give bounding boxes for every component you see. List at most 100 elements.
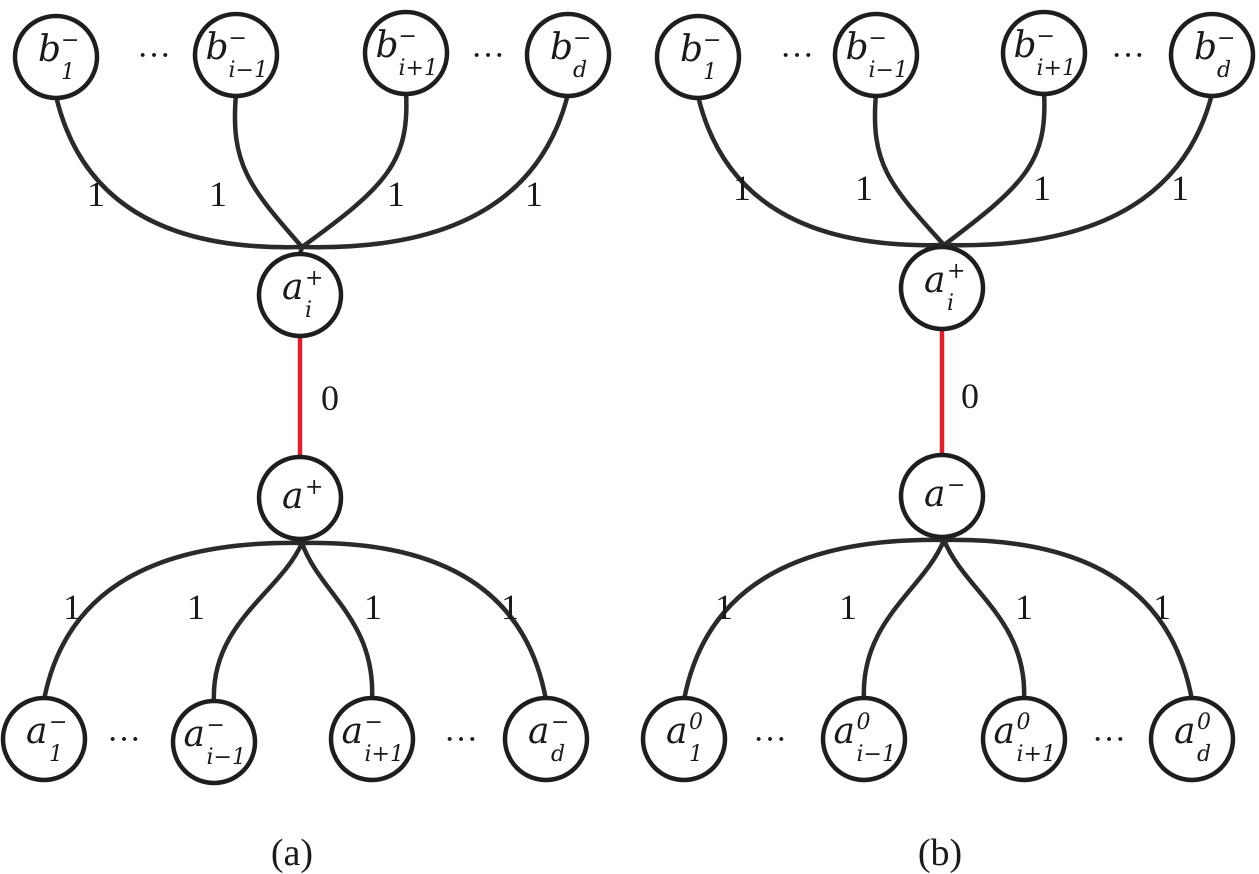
panel-a-bottom-node-label: a−d — [528, 710, 569, 767]
node-base-letter: a — [924, 474, 945, 515]
panel-b-bottom-node — [640, 695, 728, 783]
panel-a-lower-hub-node — [256, 454, 344, 542]
node-superscript: − — [207, 713, 225, 738]
node-subscript: i+1 — [1037, 56, 1076, 81]
panel-a-top-weight: 1 — [387, 174, 405, 214]
panel-a-upper-hub-label: a+ i — [282, 266, 323, 323]
panel-b-lower-hub-label: a− — [924, 473, 965, 515]
panel-b-bottom-ellipsis: ··· — [1092, 721, 1126, 758]
node-superscript: 0 — [857, 710, 871, 735]
node-base-letter: a — [282, 476, 303, 517]
node-superscript: + — [305, 266, 323, 291]
node-subscript: 1 — [49, 742, 63, 767]
node-base-letter: b — [846, 27, 869, 68]
panel-a-bottom-node-label: a−i+1 — [342, 710, 404, 767]
edges-layer — [41, 89, 1215, 706]
node-superscript: − — [229, 26, 247, 51]
node-superscript: − — [1217, 26, 1235, 51]
panel-b-upper-hub-label: a+ i — [924, 259, 965, 316]
node-subscript: i+1 — [1017, 742, 1056, 767]
node-superscript: − — [869, 26, 887, 51]
panel-a-bottom-node — [170, 698, 258, 786]
node-subscript: i+1 — [399, 56, 438, 81]
panel-a-top-node-label: b−1 — [38, 28, 79, 85]
node-base-letter: a — [184, 714, 205, 755]
panel-a-bottom-edge — [299, 540, 375, 703]
node-base-letter: b — [550, 27, 573, 68]
panel-b-top-edge — [872, 91, 947, 248]
panel-b-top-node-label: b−i+1 — [1014, 24, 1076, 81]
node-superscript: + — [947, 259, 965, 284]
node-base-letter: a — [282, 267, 303, 308]
panel-a-top-node-label: b−i−1 — [206, 26, 268, 83]
node-base-letter: b — [1194, 27, 1217, 68]
panel-a-top-node-label: b− i+1 — [376, 24, 438, 81]
node-base-letter: b — [1014, 25, 1037, 66]
panel-b-bottom-node — [1148, 695, 1236, 783]
node-subscript: 1 — [61, 60, 75, 85]
node-superscript: − — [703, 28, 721, 53]
panel-a-bottom-ellipsis: ··· — [444, 721, 478, 758]
panel-b-bottom-weight: 1 — [839, 587, 857, 627]
panel-b-upper-hub-node — [898, 244, 986, 332]
panel-b-top-ellipsis: ··· — [780, 37, 814, 74]
panel-a-top-node-label: b− d — [550, 26, 591, 83]
panel-a-top-node — [12, 13, 100, 101]
node-superscript: 0 — [1017, 710, 1031, 735]
panel-b-bottom-node — [980, 695, 1068, 783]
panel-b-bottom-edge — [681, 537, 947, 703]
panel-b-top-weight: 1 — [1171, 168, 1189, 208]
panel-a-lower-hub-label: a+ — [282, 475, 323, 517]
panel-a-top-weight: 1 — [525, 174, 543, 214]
panel-b-bottom-node — [820, 695, 908, 783]
panel-a-top-weight: 1 — [87, 174, 105, 214]
panel-a-bottom-edge — [299, 540, 549, 703]
panel-b-caption: (b) — [918, 832, 962, 874]
node-base-letter: b — [376, 25, 399, 66]
nodes-layer — [0, 9, 1256, 786]
node-base-letter: a — [924, 260, 945, 301]
node-subscript: i — [305, 298, 312, 323]
panel-a-bottom-node-label: a−i−1 — [184, 713, 246, 770]
panel-b-bottom-weight: 1 — [1153, 587, 1171, 627]
panel-a-top-edge — [299, 91, 571, 250]
node-subscript: i−1 — [869, 58, 908, 83]
node-subscript: 1 — [703, 60, 717, 85]
panel-b-bottom-edge — [941, 537, 1195, 703]
panel-b-top-node-label: b−1 — [680, 28, 721, 85]
panel-a-top-ellipsis: ··· — [137, 37, 171, 74]
node-base-letter: a — [994, 711, 1015, 752]
panel-a-top-ellipsis: ··· — [471, 37, 505, 74]
node-superscript: − — [61, 28, 79, 53]
panel-a-top-weight: 1 — [209, 174, 227, 214]
node-base-letter: a — [666, 711, 687, 752]
node-superscript: − — [399, 24, 417, 49]
panel-b-bottom-ellipsis: ··· — [753, 721, 787, 758]
panel-a-bottom-weight: 1 — [187, 587, 205, 627]
panel-a-bottom-node — [0, 695, 88, 783]
node-base-letter: a — [26, 711, 47, 752]
panel-b-top-edge — [941, 91, 1215, 248]
panel-a-bottom-weight: 1 — [364, 587, 382, 627]
node-superscript: − — [573, 26, 591, 51]
panel-a-bottom-weight: 1 — [501, 587, 519, 627]
node-subscript: d — [551, 742, 565, 767]
node-subscript: i — [947, 291, 954, 316]
panel-b-top-node-label: b−d — [1194, 26, 1235, 83]
panel-b-top-ellipsis: ··· — [1111, 37, 1145, 74]
panel-a-top-edge — [53, 93, 305, 250]
panel-a-top-node — [192, 11, 280, 99]
panel-a-top-node — [362, 9, 450, 97]
panel-b-top-node — [832, 11, 920, 99]
panel-b-bottom-edge — [941, 537, 1027, 703]
panel-b-top-node — [1000, 9, 1088, 97]
node-subscript: d — [573, 58, 587, 83]
panel-b-bottom-weight: 1 — [715, 587, 733, 627]
panel-b-top-weight: 1 — [1033, 168, 1051, 208]
node-base-letter: a — [342, 711, 363, 752]
panel-b-top-node-label: b− i−1 — [846, 26, 908, 83]
node-base-letter: a — [834, 711, 855, 752]
panel-a-bottom-edge — [211, 540, 305, 706]
